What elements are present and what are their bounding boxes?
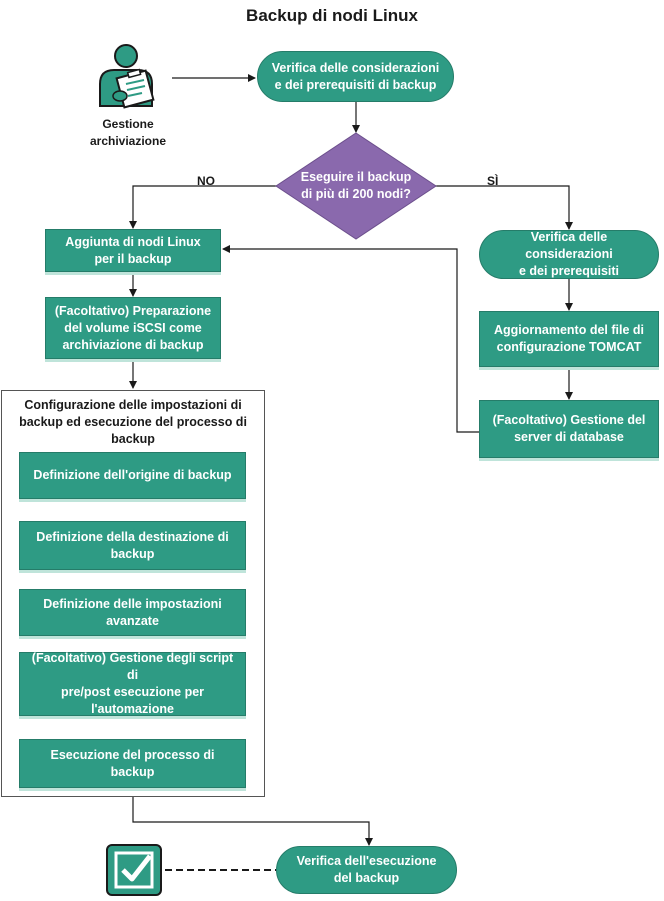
group-title: Configurazione delle impostazioni di bac… xyxy=(19,398,247,446)
edge-decision-no xyxy=(129,185,278,229)
no-label: NO xyxy=(197,174,215,188)
define-advanced-node: Definizione delle impostazioni avanzate xyxy=(19,589,246,636)
define-destination-node: Definizione della destinazione di backup xyxy=(19,521,246,570)
manage-database-node: (Facoltativo) Gestione del server di dat… xyxy=(479,400,659,458)
checkbox-icon xyxy=(106,844,162,896)
run-job-node: Esecuzione del processo di backup xyxy=(19,739,246,788)
iscsi-node: (Facoltativo) Preparazione del volume iS… xyxy=(45,297,221,359)
manage-scripts-node: (Facoltativo) Gestione degli script di p… xyxy=(19,651,246,716)
edge-db-to-add xyxy=(222,245,479,433)
edge-group-to-final xyxy=(132,797,373,846)
define-source-node: Definizione dell'origine di backup xyxy=(19,452,246,499)
edge-decision-yes xyxy=(435,185,573,230)
update-tomcat-node: Aggiornamento del file di configurazione… xyxy=(479,311,659,367)
verify-backup-node: Verifica dell'esecuzione del backup xyxy=(276,846,457,894)
verify-prerequisites-node: Verifica delle considerazioni e dei prer… xyxy=(479,230,659,279)
decision-label: Eseguire il backup di più di 200 nodi? xyxy=(300,170,412,201)
page-title: Backup di nodi Linux xyxy=(246,6,418,25)
verify-considerations-node: Verifica delle considerazioni e dei prer… xyxy=(257,51,454,102)
clipboard-person-icon xyxy=(92,40,164,112)
storage-manager-caption: Gestione archiviazione xyxy=(89,117,167,148)
yes-label: SÌ xyxy=(487,174,499,188)
add-nodes-node: Aggiunta di nodi Linux per il backup xyxy=(45,229,221,272)
decision-diamond xyxy=(275,132,437,240)
